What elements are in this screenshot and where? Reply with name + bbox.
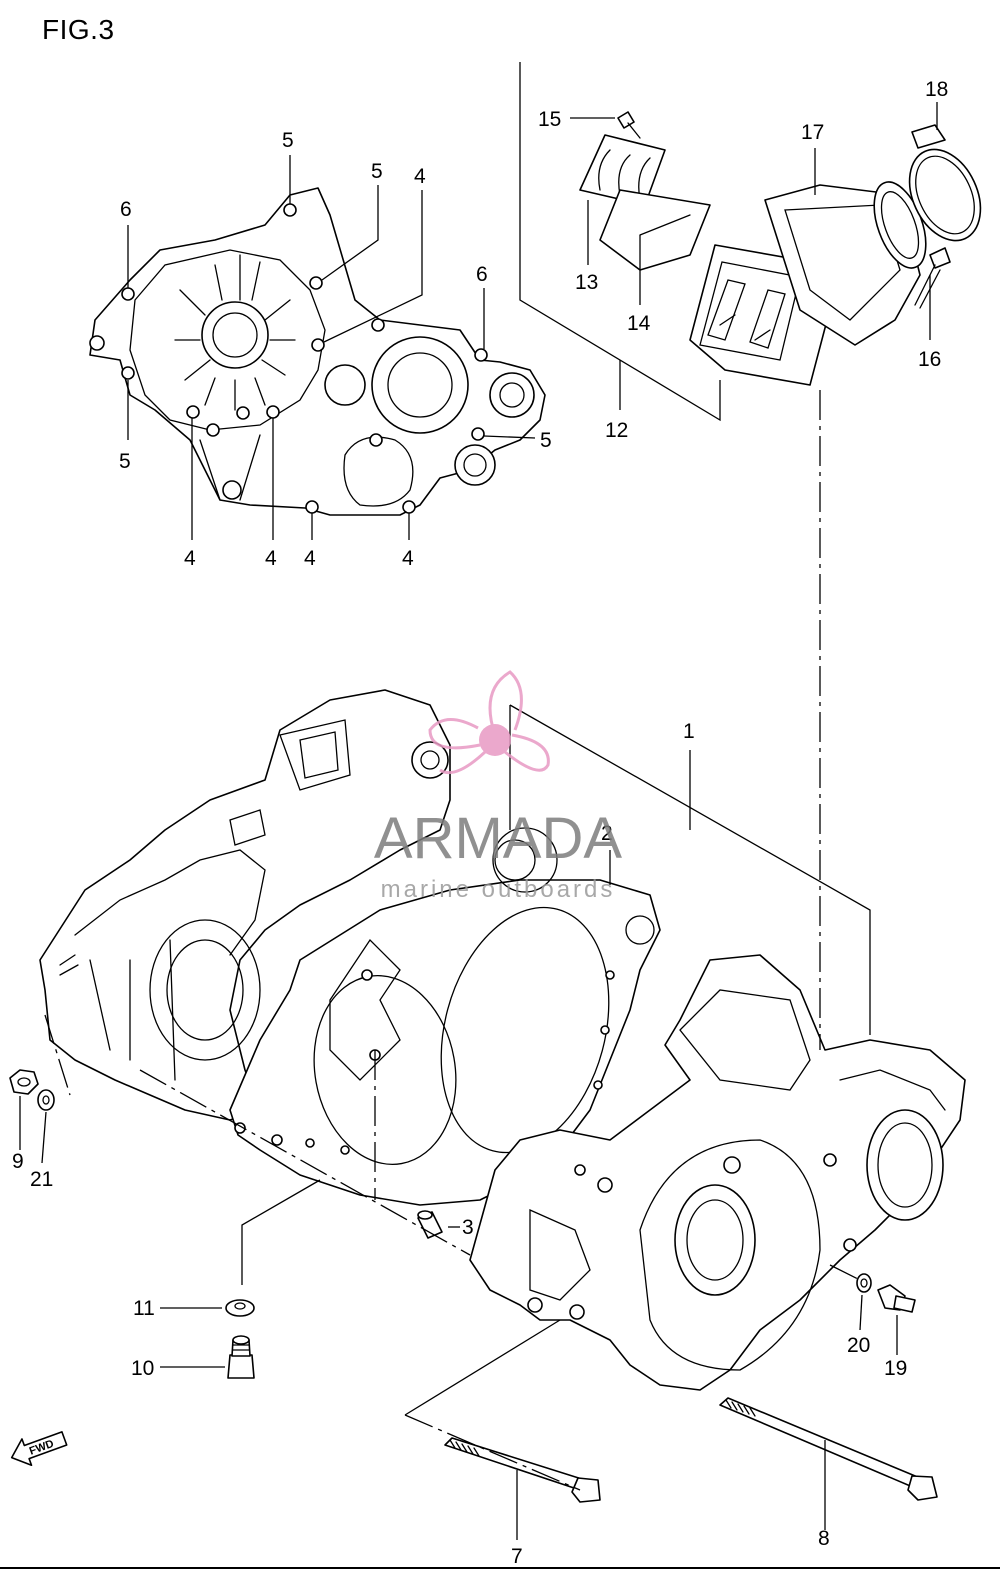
figure-title: FIG.3 — [42, 14, 115, 45]
plug-10 — [227, 1335, 255, 1379]
propeller-icon — [428, 670, 550, 775]
callout-4: 4 — [265, 547, 277, 570]
armada-watermark: ARMADA marine outboards — [374, 670, 622, 903]
callout-13: 13 — [575, 271, 598, 294]
leader-lines-intake — [519, 62, 938, 422]
callout-15: 15 — [538, 108, 561, 131]
washer-20 — [856, 1273, 872, 1293]
dowel-pin — [417, 1210, 443, 1239]
crankcase-right-half — [469, 954, 966, 1391]
watermark-brand: ARMADA — [374, 806, 622, 871]
reed-valve-assembly — [579, 111, 982, 386]
callout-3: 3 — [462, 1216, 474, 1239]
callout-9: 9 — [12, 1150, 24, 1173]
fwd-arrow-icon: FWD — [10, 1431, 68, 1467]
leader-lines-cover — [127, 155, 536, 540]
intake-bolt — [929, 247, 951, 269]
callout-4: 4 — [184, 547, 196, 570]
callout-20: 20 — [847, 1334, 870, 1357]
callout-2: 2 — [601, 822, 613, 845]
callout-10: 10 — [131, 1357, 154, 1380]
callout-16: 16 — [918, 348, 941, 371]
intake-clamp — [908, 148, 982, 242]
callout-7: 7 — [511, 1545, 523, 1568]
callout-1: 1 — [683, 720, 695, 743]
callout-21: 21 — [30, 1168, 53, 1191]
crankcase-cover-outline — [89, 187, 546, 516]
callout-5: 5 — [371, 160, 383, 183]
watermark-tagline: marine outboards — [381, 876, 616, 903]
callout-19: 19 — [884, 1357, 907, 1380]
callout-14: 14 — [627, 312, 651, 335]
callout-5: 5 — [119, 450, 131, 473]
callout-11: 11 — [133, 1297, 155, 1320]
crankcase-gasket — [229, 827, 661, 1206]
callout-4: 4 — [304, 547, 316, 570]
leader-lines-main — [19, 390, 898, 1540]
callout-6: 6 — [120, 198, 132, 221]
callout-4: 4 — [402, 547, 414, 570]
nut-9 — [9, 1069, 39, 1095]
callout-8: 8 — [818, 1527, 830, 1550]
washer-21 — [37, 1089, 55, 1111]
long-bolt-8 — [719, 1397, 938, 1501]
reed-screw — [617, 111, 635, 129]
callout-5: 5 — [282, 129, 294, 152]
callout-12: 12 — [605, 419, 628, 442]
washer-11 — [225, 1299, 255, 1317]
callout-4: 4 — [414, 165, 426, 188]
callout-18: 18 — [925, 78, 948, 101]
callout-labels: 5 5 4 6 6 5 5 4 4 4 4 15 17 18 13 14 16 … — [12, 78, 948, 1568]
reed-stopper — [599, 189, 711, 271]
long-bolt-7 — [444, 1437, 601, 1503]
callout-6: 6 — [476, 263, 488, 286]
bolt-19 — [877, 1284, 916, 1313]
callout-17: 17 — [801, 121, 824, 144]
crankcase-left-half — [39, 689, 451, 1121]
callout-5: 5 — [540, 429, 552, 452]
